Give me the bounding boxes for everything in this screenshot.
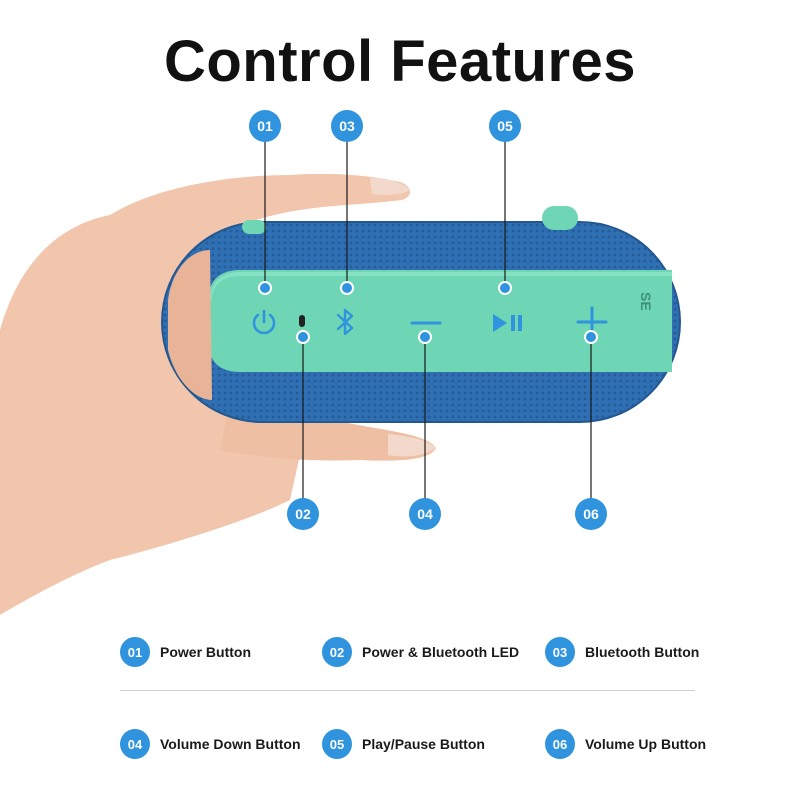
legend-label: Volume Down Button	[160, 736, 301, 752]
callout-badge-06: 06	[575, 498, 607, 530]
hand-index-finger	[110, 173, 411, 250]
legend-item-play-pause: 05 Play/Pause Button	[322, 728, 485, 760]
legend-label: Bluetooth Button	[585, 644, 700, 660]
legend-item-led: 02 Power & Bluetooth LED	[322, 636, 519, 668]
callout-badge-01: 01	[249, 110, 281, 142]
legend-item-volume-down: 04 Volume Down Button	[120, 728, 301, 760]
legend-divider	[120, 690, 695, 691]
legend-label: Power & Bluetooth LED	[362, 644, 520, 660]
thumbnail	[388, 434, 436, 457]
legend-badge: 06	[545, 729, 575, 759]
speaker-bump-left	[242, 220, 266, 234]
play-pause-icon[interactable]	[490, 310, 526, 336]
legend-badge: 03	[545, 637, 575, 667]
legend-label: Volume Up Button	[585, 736, 707, 752]
legend-badge: 05	[322, 729, 352, 759]
control-panel	[208, 270, 672, 372]
minus-icon[interactable]	[410, 313, 442, 333]
callout-badge-05: 05	[489, 110, 521, 142]
power-icon[interactable]	[250, 308, 278, 336]
legend-badge: 01	[120, 637, 150, 667]
fingernail	[370, 178, 410, 195]
legend-item-power: 01 Power Button	[120, 636, 251, 668]
callout-badge-03: 03	[331, 110, 363, 142]
page-title: Control Features	[163, 29, 637, 94]
legend-item-bluetooth: 03 Bluetooth Button	[545, 636, 699, 668]
callout-badge-04: 04	[409, 498, 441, 530]
speaker-bump-right	[542, 206, 578, 230]
legend-badge: 02	[322, 637, 352, 667]
callout-badge-02: 02	[287, 498, 319, 530]
hand-fingers-lower	[168, 250, 212, 400]
legend-badge: 04	[120, 729, 150, 759]
legend-label: Play/Pause Button	[362, 736, 485, 752]
legend-item-volume-up: 06 Volume Up Button	[545, 728, 706, 760]
hand-palm	[0, 212, 300, 615]
legend-label: Power Button	[160, 644, 251, 660]
bluetooth-icon[interactable]	[333, 306, 357, 338]
led-indicator-icon	[299, 315, 305, 327]
